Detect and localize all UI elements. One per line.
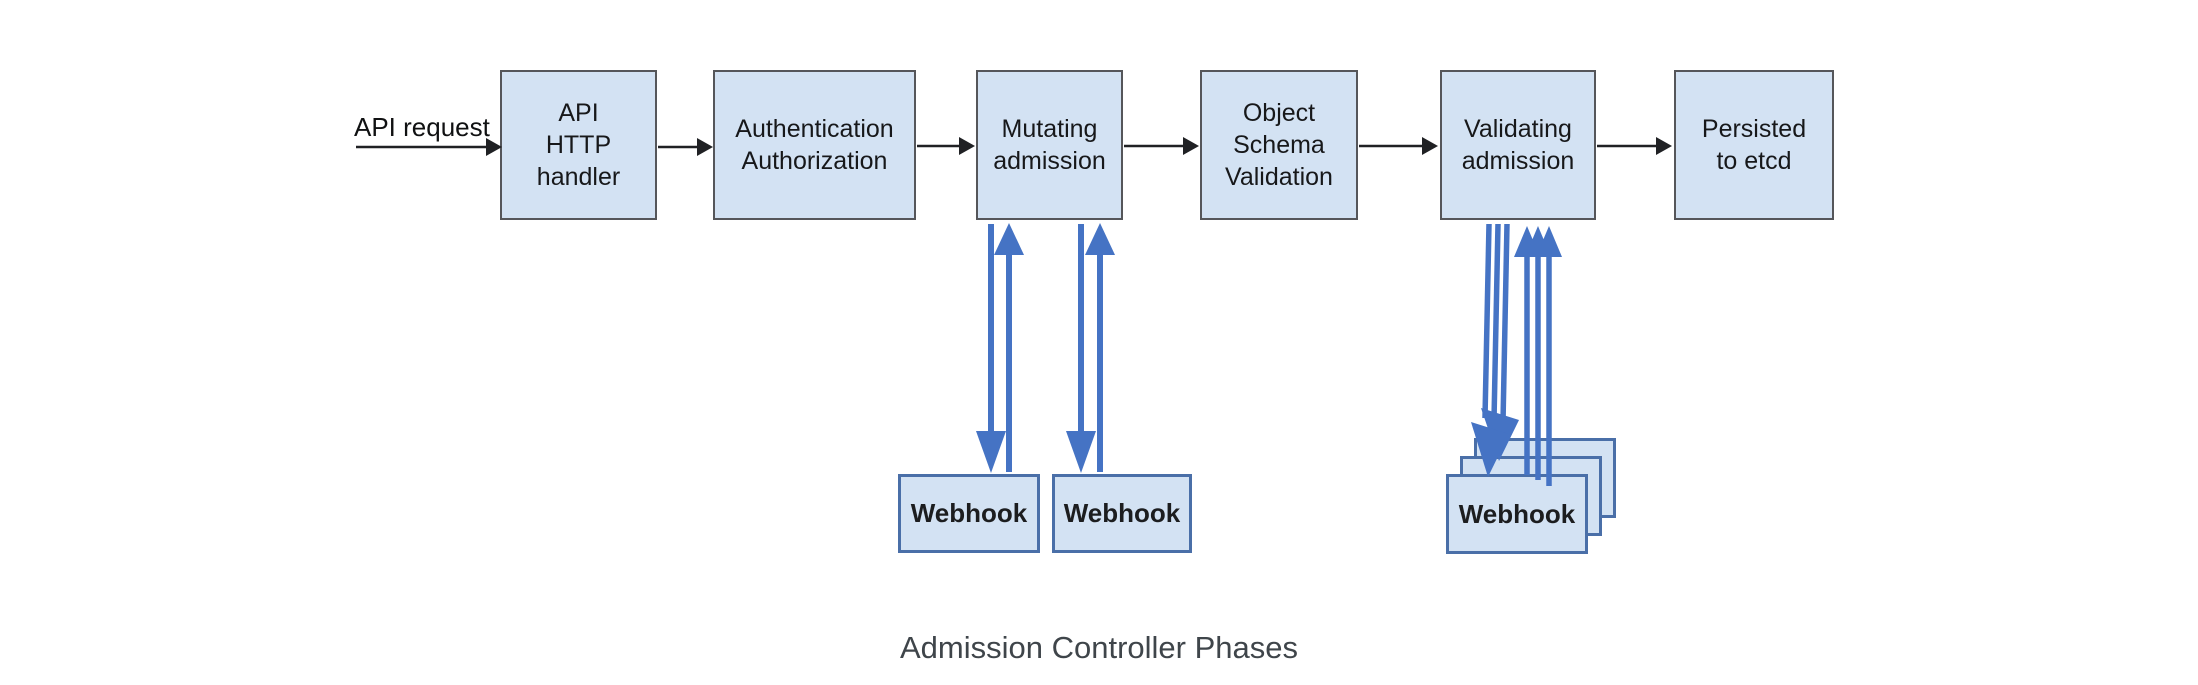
phase-box-api-http-handler: API HTTP handler — [500, 70, 657, 220]
mutating-webhook2-down-arrow — [1066, 224, 1096, 473]
mutating-webhook-box-2: Webhook — [1052, 474, 1192, 553]
api-request-label: API request — [354, 112, 490, 142]
phase-box-validating-admission: Validating admission — [1440, 70, 1596, 220]
phase-box-object-schema-validation: Object Schema Validation — [1200, 70, 1358, 220]
flow-arrow-auth-to-mutating — [917, 137, 975, 155]
phase-box-persisted-to-etcd: Persisted to etcd — [1674, 70, 1834, 220]
validating-webhook-box-front: Webhook — [1446, 474, 1588, 554]
diagram-caption: Admission Controller Phases — [899, 630, 1298, 665]
mutating-webhook-box-1: Webhook — [898, 474, 1040, 553]
mutating-webhook1-down-arrow — [976, 224, 1006, 473]
mutating-webhook1-up-arrow — [994, 223, 1024, 472]
flow-arrow-mutating-to-schema — [1124, 137, 1199, 155]
flow-arrow-validating-to-etcd — [1597, 137, 1672, 155]
phase-box-mutating-admission: Mutating admission — [976, 70, 1123, 220]
flow-arrow-schema-to-validating — [1359, 137, 1438, 155]
phase-box-authentication-authorization: Authentication Authorization — [713, 70, 916, 220]
mutating-webhook2-up-arrow — [1085, 223, 1115, 472]
flow-arrow-handler-to-auth — [658, 138, 713, 156]
